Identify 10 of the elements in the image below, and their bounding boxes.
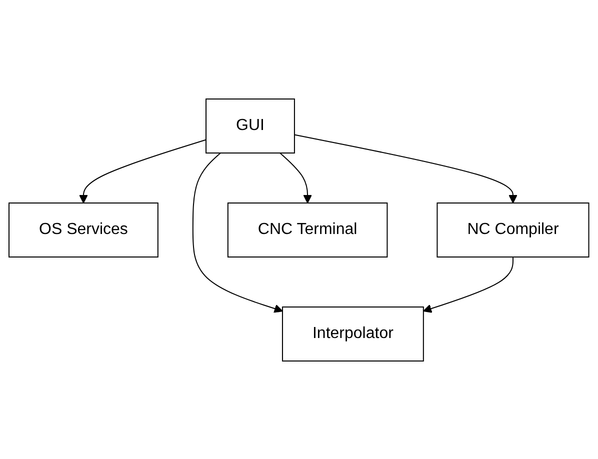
node-box: CNC Terminal	[228, 202, 388, 257]
arrow	[423, 256, 514, 312]
node-box: GUI	[206, 98, 296, 153]
arrow	[280, 152, 312, 203]
node-box: OS Services	[8, 202, 159, 257]
node-box: NC Compiler	[436, 202, 590, 257]
arrow	[192, 152, 283, 312]
arrow	[79, 138, 207, 203]
node-box: Interpolator	[282, 306, 424, 361]
arrow	[294, 134, 518, 203]
